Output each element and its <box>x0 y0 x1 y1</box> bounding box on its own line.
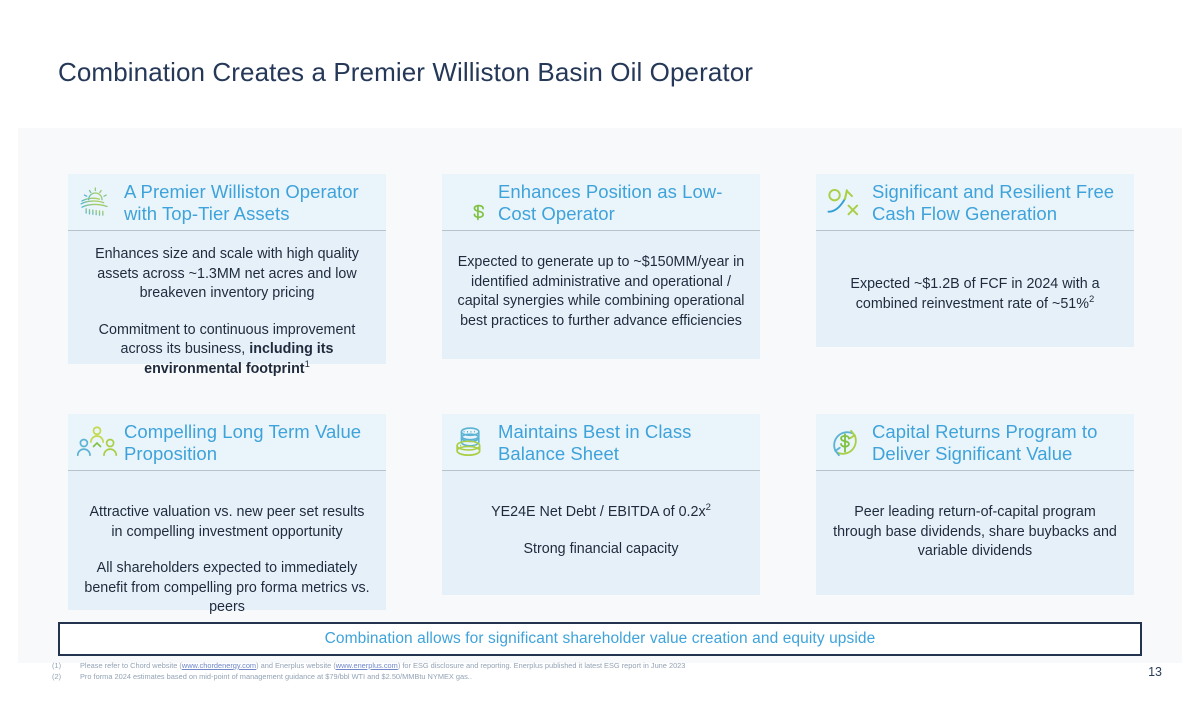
card-body: YE24E Net Debt / EBITDA of 0.2x2 Strong … <box>442 471 760 595</box>
card-balance-sheet[interactable]: Maintains Best in Class Balance Sheet YE… <box>442 414 760 595</box>
card-paragraph: Attractive valuation vs. new peer set re… <box>89 504 365 540</box>
coin-stack-icon <box>450 420 492 466</box>
card-header: A Premier Williston Operator with Top-Ti… <box>68 174 386 231</box>
card-low-cost-operator[interactable]: Enhances Position as Low-Cost Operator E… <box>442 174 760 359</box>
card-paragraph: YE24E Net Debt / EBITDA of 0.2x2 <box>456 503 746 523</box>
card-header: Capital Returns Program to Deliver Signi… <box>816 414 1134 471</box>
card-body: Expected to generate up to ~$150MM/year … <box>442 231 760 359</box>
card-paragraph-text: Expected ~$1.2B of FCF in 2024 with a co… <box>850 276 1100 312</box>
footnote-text: Pro forma 2024 estimates based on mid-po… <box>80 672 472 681</box>
chord-website-link[interactable]: www.chordenergy.com <box>181 661 257 670</box>
footnote-row: (2) Pro forma 2024 estimates based on mi… <box>52 672 692 682</box>
footnote-pre: Please refer to Chord website ( <box>80 661 182 670</box>
summary-banner: Combination allows for significant share… <box>58 622 1142 656</box>
card-body: Enhances size and scale with high qualit… <box>68 231 386 377</box>
card-paragraph: Peer leading return-of-capital program t… <box>833 504 1117 559</box>
card-title: A Premier Williston Operator with Top-Ti… <box>124 180 359 224</box>
footnotes: (1) Please refer to Chord website (www.c… <box>52 661 692 683</box>
card-title: Enhances Position as Low-Cost Operator <box>498 180 723 224</box>
card-paragraph: Commitment to continuous improvement acr… <box>98 321 356 377</box>
footnote-mid: ) and Enerplus website ( <box>256 661 336 670</box>
card-title: Capital Returns Program to Deliver Signi… <box>872 420 1098 464</box>
people-group-icon <box>76 420 118 466</box>
page-title: Combination Creates a Premier Williston … <box>58 57 754 87</box>
cash-flow-arrow-icon <box>824 180 866 226</box>
card-free-cash-flow[interactable]: Significant and Resilient Free Cash Flow… <box>816 174 1134 347</box>
footnote-ref: 2 <box>705 502 711 514</box>
dollar-recycle-icon <box>824 420 866 466</box>
enerplus-website-link[interactable]: www.enerplus.com <box>335 661 398 670</box>
card-header: Enhances Position as Low-Cost Operator <box>442 174 760 231</box>
card-emphasis: including its environmental footprint <box>144 341 334 377</box>
card-paragraph: Expected ~$1.2B of FCF in 2024 with a co… <box>830 275 1120 314</box>
card-capital-returns[interactable]: Capital Returns Program to Deliver Signi… <box>816 414 1134 595</box>
card-title: Maintains Best in Class Balance Sheet <box>498 420 692 464</box>
card-body: Peer leading return-of-capital program t… <box>816 471 1134 595</box>
card-title: Significant and Resilient Free Cash Flow… <box>872 180 1115 224</box>
card-header: Maintains Best in Class Balance Sheet <box>442 414 760 471</box>
footnote-ref: 1 <box>304 358 310 370</box>
card-title: Compelling Long Term Value Proposition <box>124 420 362 464</box>
card-grid: A Premier Williston Operator with Top-Ti… <box>68 174 1134 615</box>
card-premier-williston-operator[interactable]: A Premier Williston Operator with Top-Ti… <box>68 174 386 377</box>
card-body: Expected ~$1.2B of FCF in 2024 with a co… <box>816 231 1134 347</box>
page-number: 13 <box>1148 665 1162 679</box>
card-paragraph: Strong financial capacity <box>523 540 679 557</box>
card-paragraph-text: YE24E Net Debt / EBITDA of 0.2x <box>491 504 706 520</box>
footnote-number: (2) <box>52 672 62 681</box>
card-body: Attractive valuation vs. new peer set re… <box>68 471 386 615</box>
footnote-row: (1) Please refer to Chord website (www.c… <box>52 661 692 671</box>
sunrise-field-icon <box>76 180 118 226</box>
footnote-text: Please refer to Chord website (www.chord… <box>80 661 685 671</box>
card-paragraph: Expected to generate up to ~$150MM/year … <box>457 254 745 329</box>
descending-bars-dollar-icon <box>450 180 492 226</box>
summary-banner-text: Combination allows for significant share… <box>324 630 876 647</box>
card-long-term-value[interactable]: Compelling Long Term Value Proposition A… <box>68 414 386 615</box>
footnote-ref: 2 <box>1088 293 1095 305</box>
card-header: Significant and Resilient Free Cash Flow… <box>816 174 1134 231</box>
card-paragraph: All shareholders expected to immediately… <box>84 560 370 615</box>
footnote-number: (1) <box>52 661 62 670</box>
card-paragraph: Enhances size and scale with high qualit… <box>95 246 359 301</box>
footnote-post: ) for ESG disclosure and reporting. Ener… <box>397 661 686 670</box>
card-header: Compelling Long Term Value Proposition <box>68 414 386 471</box>
